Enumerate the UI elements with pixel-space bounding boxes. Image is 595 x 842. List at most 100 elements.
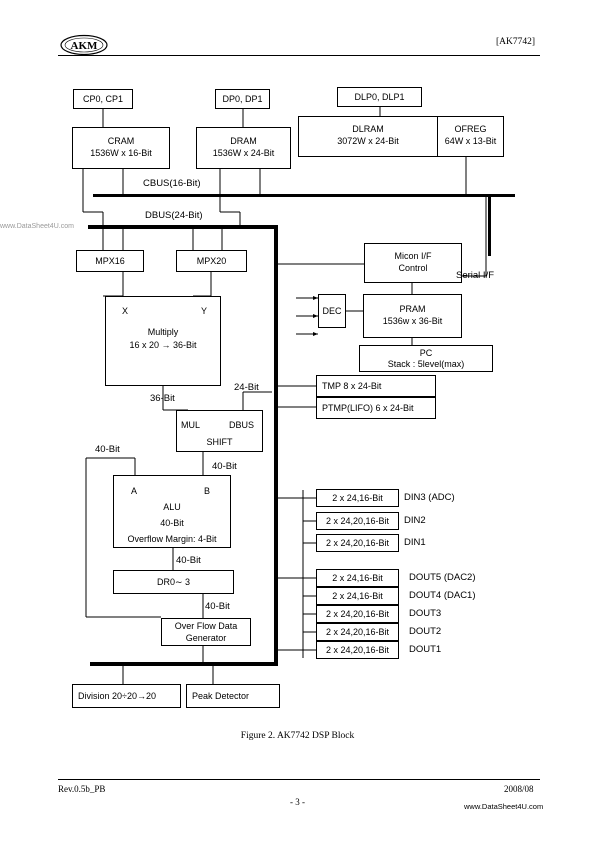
multiply-title: Multiply bbox=[147, 327, 179, 337]
io-name-din3: DIN3 (ADC) bbox=[404, 492, 455, 503]
bits-40-ovf-label: 40-Bit bbox=[205, 601, 230, 612]
micon-line1: Micon I/F bbox=[394, 251, 432, 261]
dp-label: DP0, DP1 bbox=[222, 94, 263, 104]
io-name-dout5: DOUT5 (DAC2) bbox=[409, 572, 476, 583]
dec-label: DEC bbox=[322, 306, 342, 316]
io-reg-dout2: 2 x 24,20,16-Bit bbox=[316, 623, 399, 641]
ofreg-size: 64W x 13-Bit bbox=[444, 136, 497, 146]
page-number: - 3 - bbox=[290, 797, 305, 807]
mpx16-label: MPX16 bbox=[95, 256, 125, 266]
ofreg-title: OFREG bbox=[454, 124, 487, 134]
dlram-block: DLRAM 3072W x 24-Bit bbox=[298, 116, 438, 157]
division-label: Division 20÷20→20 bbox=[78, 691, 156, 701]
overflow-line1: Over Flow Data bbox=[174, 621, 238, 631]
bits-40-loop-label: 40-Bit bbox=[95, 444, 120, 455]
mpx20-block: MPX20 bbox=[176, 250, 247, 272]
io-reg-din1-label: 2 x 24,20,16-Bit bbox=[325, 538, 390, 548]
ptmp-block: PTMP(LIFO) 6 x 24-Bit bbox=[316, 397, 436, 419]
pram-size: 1536w x 36-Bit bbox=[382, 316, 443, 326]
io-reg-dout1-label: 2 x 24,20,16-Bit bbox=[325, 645, 390, 655]
ptmp-label: PTMP(LIFO) 6 x 24-Bit bbox=[322, 403, 414, 413]
alu-bits: 40-Bit bbox=[160, 518, 184, 528]
io-name-dout4: DOUT4 (DAC1) bbox=[409, 590, 476, 601]
mpx16-block: MPX16 bbox=[76, 250, 144, 272]
cbus-label: CBUS(16-Bit) bbox=[143, 178, 201, 189]
figure-caption: Figure 2. AK7742 DSP Block bbox=[240, 731, 355, 741]
dr-block: DR0∼ 3 bbox=[113, 570, 234, 594]
mpx20-label: MPX20 bbox=[196, 256, 227, 266]
multiply-block: X Y Multiply 16 x 20 → 36-Bit bbox=[105, 296, 221, 386]
dram-block: DRAM 1536W x 24-Bit bbox=[196, 127, 291, 169]
dbus-label: DBUS(24-Bit) bbox=[145, 210, 203, 221]
cram-size: 1536W x 16-Bit bbox=[90, 148, 152, 158]
bits-40-alu-label: 40-Bit bbox=[212, 461, 237, 472]
header-rule bbox=[58, 55, 540, 56]
io-reg-din2-label: 2 x 24,20,16-Bit bbox=[325, 516, 390, 526]
io-name-din2: DIN2 bbox=[404, 515, 426, 526]
io-reg-din1: 2 x 24,20,16-Bit bbox=[316, 534, 399, 552]
bits-24-label: 24-Bit bbox=[234, 382, 259, 393]
dec-block: DEC bbox=[318, 294, 346, 328]
multiply-desc: 16 x 20 → 36-Bit bbox=[129, 340, 197, 350]
io-name-dout3: DOUT3 bbox=[409, 608, 442, 619]
shift-title: SHIFT bbox=[206, 437, 233, 447]
bits-36-label: 36-Bit bbox=[150, 393, 175, 404]
io-reg-din3-label: 2 x 24,16-Bit bbox=[332, 493, 383, 503]
io-reg-dout1: 2 x 24,20,16-Bit bbox=[316, 641, 399, 659]
doc-code: [AK7742] bbox=[496, 37, 536, 47]
pram-title: PRAM bbox=[399, 304, 426, 314]
io-reg-din3: 2 x 24,16-Bit bbox=[316, 489, 399, 507]
cram-title: CRAM bbox=[107, 136, 135, 146]
dram-size: 1536W x 24-Bit bbox=[212, 148, 275, 158]
alu-title: ALU bbox=[163, 502, 181, 512]
watermark-left: www.DataSheet4U.com bbox=[0, 223, 74, 230]
io-reg-dout5-label: 2 x 24,16-Bit bbox=[332, 573, 383, 583]
cp-label: CP0, CP1 bbox=[82, 94, 124, 104]
shift-block: MUL DBUS SHIFT bbox=[176, 410, 263, 452]
io-reg-dout4-label: 2 x 24,16-Bit bbox=[332, 591, 383, 601]
io-reg-dout4: 2 x 24,16-Bit bbox=[316, 587, 399, 605]
io-name-dout2: DOUT2 bbox=[409, 626, 442, 637]
overflow-line2: Generator bbox=[185, 633, 227, 643]
dp-port: DP0, DP1 bbox=[215, 89, 270, 109]
alu-overflow: Overflow Margin: 4-Bit bbox=[127, 534, 217, 544]
tmp-label: TMP 8 x 24-Bit bbox=[322, 381, 382, 391]
division-block: Division 20÷20→20 bbox=[72, 684, 181, 708]
dlp-label: DLP0, DLP1 bbox=[354, 92, 405, 102]
footer-rev: Rev.0.5b_PB bbox=[58, 784, 106, 794]
bits-40-dr-label: 40-Bit bbox=[176, 555, 201, 566]
overflow-generator-block: Over Flow Data Generator bbox=[161, 618, 251, 646]
alu-b: B bbox=[204, 486, 211, 496]
multiply-x: X bbox=[122, 306, 129, 316]
micon-if-block: Micon I/F Control bbox=[364, 243, 462, 283]
shift-mul: MUL bbox=[181, 420, 201, 430]
multiply-y: Y bbox=[201, 306, 208, 316]
pc-title: PC bbox=[419, 348, 433, 358]
peak-label: Peak Detector bbox=[192, 691, 250, 701]
dram-title: DRAM bbox=[230, 136, 257, 146]
dlram-size: 3072W x 24-Bit bbox=[337, 136, 399, 146]
dr-label: DR0∼ 3 bbox=[156, 577, 191, 587]
io-reg-dout2-label: 2 x 24,20,16-Bit bbox=[325, 627, 390, 637]
alu-block: A B ALU 40-Bit Overflow Margin: 4-Bit bbox=[113, 475, 231, 548]
serial-if-label: Serial I/F bbox=[456, 270, 495, 281]
io-name-din1: DIN1 bbox=[404, 537, 426, 548]
cp-port: CP0, CP1 bbox=[73, 89, 133, 109]
footer-rule bbox=[58, 779, 540, 780]
pram-block: PRAM 1536w x 36-Bit bbox=[363, 294, 462, 338]
footer-date: 2008/08 bbox=[504, 784, 534, 794]
peak-detector-block: Peak Detector bbox=[186, 684, 280, 708]
pc-block: PC Stack : 5level(max) bbox=[359, 345, 493, 372]
shift-dbus: DBUS bbox=[229, 420, 255, 430]
io-reg-dout5: 2 x 24,16-Bit bbox=[316, 569, 399, 587]
dlp-port: DLP0, DLP1 bbox=[337, 87, 422, 107]
cram-block: CRAM 1536W x 16-Bit bbox=[72, 127, 170, 169]
io-name-dout1: DOUT1 bbox=[409, 644, 442, 655]
io-reg-dout3-label: 2 x 24,20,16-Bit bbox=[325, 609, 390, 619]
logo-text: AKM bbox=[71, 40, 99, 52]
micon-line2: Control bbox=[398, 263, 428, 273]
alu-a: A bbox=[131, 486, 138, 496]
akm-logo: AKM bbox=[60, 34, 108, 56]
